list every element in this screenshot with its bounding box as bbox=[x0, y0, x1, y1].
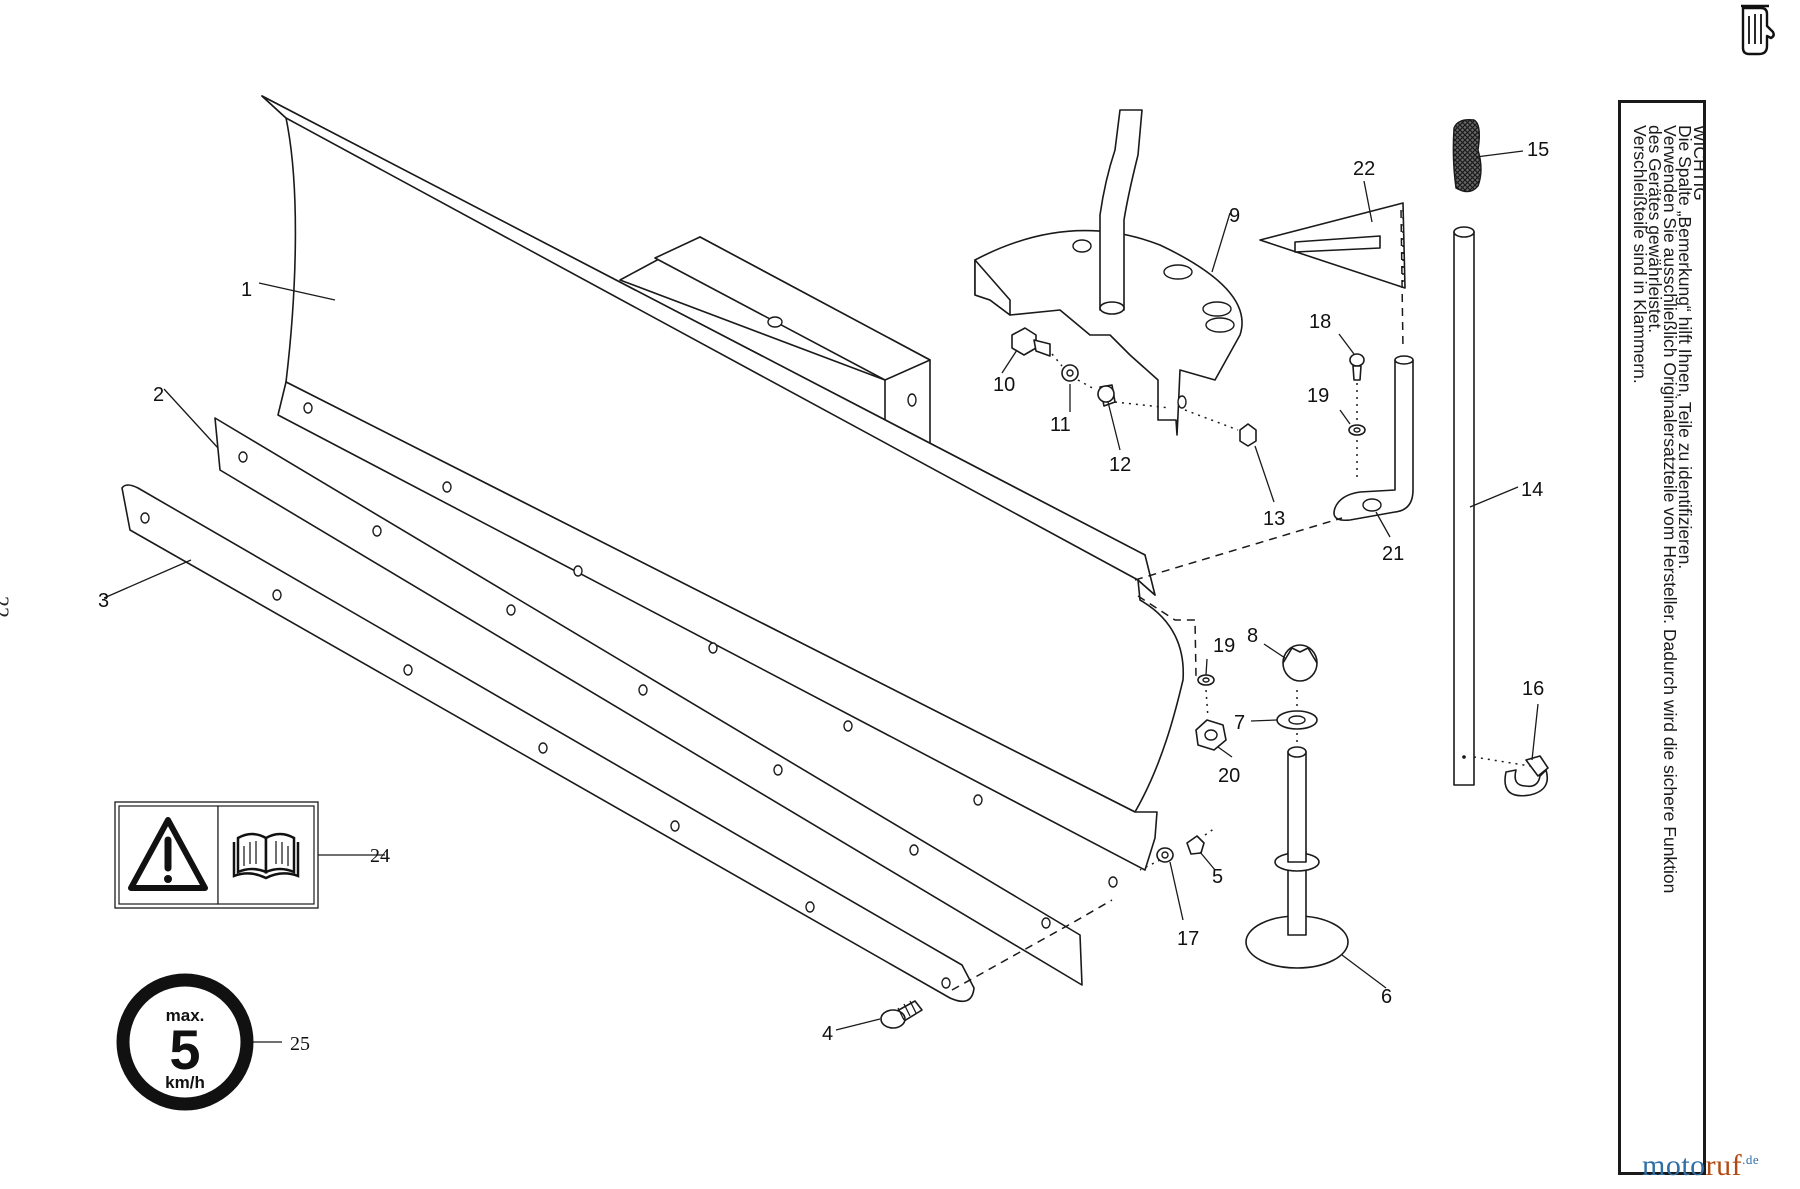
callout-20: 20 bbox=[1218, 765, 1240, 787]
wear-strip-2 bbox=[214, 417, 1083, 986]
callout-5: 5 bbox=[1212, 866, 1223, 888]
warning-triangle-icon bbox=[128, 817, 208, 891]
callout-10: 10 bbox=[993, 374, 1015, 396]
speed-sign-25: max. 5 km/h bbox=[116, 973, 254, 1111]
plow-blade bbox=[261, 95, 1185, 888]
callout-11: 11 bbox=[1050, 414, 1071, 436]
callout-21: 21 bbox=[1382, 543, 1404, 565]
watermark-part-a: moto bbox=[1642, 1149, 1706, 1182]
lock-pin-8 bbox=[1282, 644, 1318, 682]
callout-8: 8 bbox=[1247, 625, 1258, 647]
callout-13: 13 bbox=[1263, 508, 1285, 530]
grip-15 bbox=[1452, 118, 1482, 193]
watermark-part-c: .de bbox=[1742, 1152, 1760, 1167]
callout-22: 22 bbox=[1353, 158, 1375, 180]
callout-18: 18 bbox=[1309, 311, 1331, 333]
callout-9: 9 bbox=[1229, 205, 1240, 227]
page-number: 22 bbox=[0, 596, 14, 618]
callout-6: 6 bbox=[1381, 986, 1392, 1008]
leader-lines bbox=[103, 150, 1539, 1043]
speed-sign-unit: km/h bbox=[165, 1073, 205, 1092]
speed-sign-max: max. bbox=[166, 1006, 205, 1025]
callout-14: 14 bbox=[1521, 479, 1543, 501]
notice-line-4: Verschleißteile sind in Klammern. bbox=[1630, 125, 1650, 384]
callout-1: 1 bbox=[241, 279, 252, 301]
skid-shoe-6 bbox=[1245, 732, 1349, 969]
clip-16 bbox=[1473, 755, 1549, 797]
pin-bracket-18-19-21 bbox=[1333, 353, 1414, 522]
washer-nut-19-20 bbox=[1195, 674, 1227, 751]
callout-15: 15 bbox=[1527, 139, 1549, 161]
washer-7 bbox=[1276, 685, 1318, 730]
watermark-part-b: ruf bbox=[1705, 1149, 1743, 1182]
callout-17: 17 bbox=[1177, 928, 1199, 950]
notice-text: WICHTIG Die Spalte „Bemerkung“ hilft Ihn… bbox=[1630, 125, 1710, 1175]
callout-16: 16 bbox=[1522, 678, 1544, 700]
callout-19b: 19 bbox=[1213, 635, 1235, 657]
pointing-hand-icon bbox=[1741, 4, 1775, 56]
mounting-plate-9 bbox=[974, 109, 1243, 436]
bolt-set-10-13 bbox=[1011, 327, 1257, 447]
callout-7: 7 bbox=[1234, 712, 1245, 734]
callout-24: 24 bbox=[370, 845, 390, 867]
callout-19a: 19 bbox=[1307, 385, 1329, 407]
notice-box: WICHTIG Die Spalte „Bemerkung“ hilft Ihn… bbox=[1618, 100, 1710, 1175]
plate-22 bbox=[1259, 202, 1406, 289]
callout-25: 25 bbox=[290, 1033, 310, 1055]
callout-4: 4 bbox=[822, 1023, 833, 1045]
callout-3: 3 bbox=[98, 590, 109, 612]
callout-12: 12 bbox=[1109, 454, 1131, 476]
warning-sticker-24 bbox=[114, 801, 319, 909]
blade-holes bbox=[303, 402, 1118, 888]
open-book-icon bbox=[232, 832, 300, 880]
cutting-edge-3 bbox=[121, 484, 975, 1003]
assembly-lines bbox=[951, 209, 1404, 991]
callout-2: 2 bbox=[153, 384, 164, 406]
rod-14 bbox=[1453, 226, 1475, 786]
nut-washer-5-17 bbox=[1139, 827, 1216, 871]
carriage-bolt-4 bbox=[880, 1000, 923, 1029]
callout-numbers: 1 2 3 4 5 6 7 8 9 10 11 12 13 14 15 16 1… bbox=[98, 139, 1549, 1055]
speed-sign-value: 5 bbox=[169, 1018, 200, 1081]
watermark-logo: motoruf.de bbox=[1642, 1149, 1759, 1183]
